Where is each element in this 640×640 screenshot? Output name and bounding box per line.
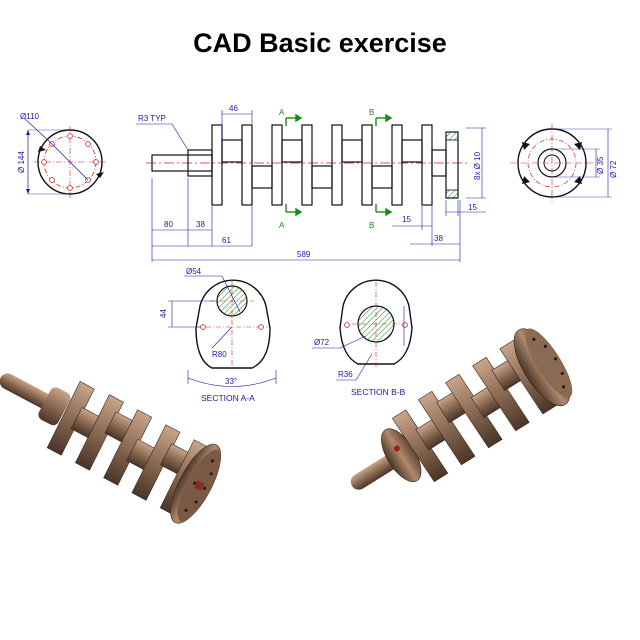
dim-diameter-54: Ø54: [186, 267, 202, 276]
render-left: [0, 373, 222, 524]
dim-38-right: 38: [434, 234, 443, 243]
dim-diameter-35: Ø 35: [596, 156, 605, 174]
cut-label-a-bottom: A: [279, 221, 285, 230]
crank-webs: [211, 124, 459, 206]
dim-diameter-144: Ø 144: [17, 151, 26, 173]
dim-61: 61: [222, 236, 231, 245]
dim-diameter-72-b: Ø72: [314, 338, 330, 347]
dim-46: 46: [229, 104, 238, 113]
section-a-a: Ø54 44 R80 33° SECTION A-A: [159, 267, 277, 403]
dim-80: 80: [164, 220, 173, 229]
dim-44: 44: [159, 309, 168, 318]
render-right: [350, 328, 573, 490]
dim-r3-typ: R3 TYP: [138, 114, 166, 123]
section-a-label: SECTION A-A: [201, 393, 255, 403]
dim-diameter-72: Ø 72: [609, 160, 618, 178]
dim-15-right: 15: [468, 203, 477, 212]
dim-38: 38: [196, 220, 205, 229]
right-end-view: Ø 35 Ø 72: [510, 124, 618, 202]
dim-diameter-110: Ø110: [20, 112, 40, 121]
page-title: CAD Basic exercise: [193, 28, 447, 58]
dim-holes-8x: 8x Ø 10: [473, 151, 482, 180]
section-b-label: SECTION B-B: [351, 387, 406, 397]
dim-r36: R36: [338, 370, 353, 379]
front-view: A A B B R3 TYP: [136, 104, 486, 262]
left-end-view: Ø110 Ø 144: [17, 112, 106, 198]
cut-label-a-top: A: [279, 108, 285, 117]
dim-589: 589: [297, 250, 311, 259]
section-b-b: Ø72 R36 SECTION B-B: [312, 279, 413, 397]
cut-label-b-bottom: B: [369, 221, 374, 230]
dim-15-left: 15: [402, 215, 411, 224]
cut-label-b-top: B: [369, 108, 374, 117]
dim-r80: R80: [212, 350, 227, 359]
dim-angle-33: 33°: [225, 377, 237, 386]
